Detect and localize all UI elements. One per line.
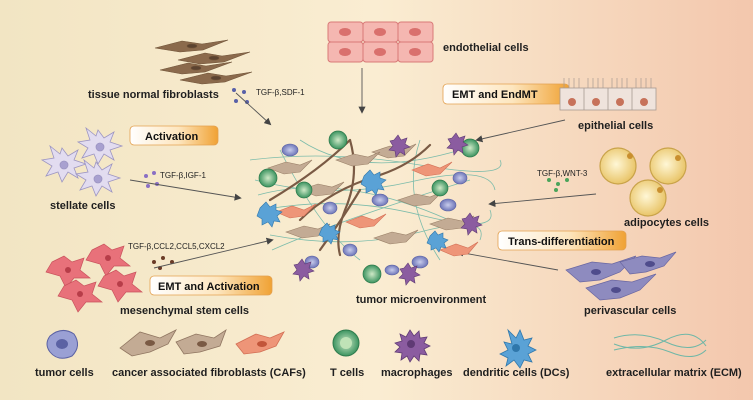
fibroblast-factor-dots-icon bbox=[232, 88, 249, 104]
adipocyte-factors-label: TGF-β,WNT-3 bbox=[537, 169, 588, 178]
endothelial-cells-icon bbox=[327, 21, 434, 63]
tumor-cell-icon bbox=[46, 330, 78, 359]
legend-tumor-label: tumor cells bbox=[35, 367, 94, 379]
caf-icon bbox=[119, 328, 285, 357]
dendritic-cell-icon bbox=[499, 328, 537, 369]
dendritic-cells bbox=[256, 169, 449, 253]
fibroblast-cluster-icon bbox=[154, 39, 253, 85]
endothelial-label: endothelial cells bbox=[443, 42, 529, 54]
ecm-icon bbox=[613, 333, 707, 357]
trans-differentiation-text: Trans-differentiation bbox=[508, 236, 615, 248]
trans-differentiation-tag: Trans-differentiation bbox=[497, 230, 627, 251]
mesenchymal-stem-cells-icon bbox=[45, 243, 143, 313]
msc-arrow bbox=[153, 237, 274, 269]
activated-caf-cells bbox=[275, 161, 479, 257]
activation-tag: Activation bbox=[129, 125, 219, 146]
fibroblast-arrow bbox=[235, 92, 272, 126]
tumor-microenvironment-cluster bbox=[249, 130, 502, 286]
emt-endmt-tag: EMT and EndMT bbox=[442, 83, 570, 105]
msc-factors-label: TGF-β,CCL2,CCL5,CXCL2 bbox=[128, 242, 225, 251]
t-cells bbox=[258, 130, 480, 284]
stellate-arrow bbox=[129, 179, 242, 201]
perivascular-cells-icon bbox=[565, 251, 677, 301]
legend: tumor cells cancer associated fibroblast… bbox=[35, 328, 742, 379]
perivascular-label: perivascular cells bbox=[584, 305, 676, 317]
stellate-label: stellate cells bbox=[50, 200, 115, 212]
fibroblast-factors-label: TGF-β,SDF-1 bbox=[256, 88, 305, 97]
epithelial-arrow bbox=[475, 119, 566, 143]
legend-macrophage-label: macrophages bbox=[381, 367, 453, 379]
macrophages bbox=[292, 132, 483, 286]
adipocytes-icon bbox=[599, 147, 687, 217]
emt-endmt-text: EMT and EndMT bbox=[452, 89, 538, 101]
tumor-cells bbox=[281, 143, 468, 276]
adipocyte-factor-dots-icon bbox=[547, 178, 569, 192]
epithelial-cells-icon bbox=[559, 78, 657, 111]
emt-activation-text: EMT and Activation bbox=[158, 281, 260, 293]
epithelial-label: epithelial cells bbox=[578, 120, 653, 132]
adipocyte-arrow bbox=[488, 193, 597, 208]
tissue-fibroblasts-label: tissue normal fibroblasts bbox=[88, 89, 219, 101]
legend-tcell-label: T cells bbox=[330, 367, 364, 379]
legend-ecm-label: extracellular matrix (ECM) bbox=[606, 367, 742, 379]
t-cell-icon bbox=[332, 329, 360, 357]
stellate-factors-label: TGF-β,IGF-1 bbox=[160, 171, 206, 180]
mesenchymal-label: mesenchymal stem cells bbox=[120, 305, 249, 317]
macrophage-icon bbox=[394, 329, 431, 363]
perivascular-arrow bbox=[456, 249, 559, 271]
legend-dc-label: dendritic cells (DCs) bbox=[463, 367, 570, 379]
emt-activation-tag: EMT and Activation bbox=[149, 275, 273, 296]
adipocytes-label: adipocytes cells bbox=[624, 217, 709, 229]
legend-caf-label: cancer associated fibroblasts (CAFs) bbox=[112, 367, 306, 379]
stellate-cells-icon bbox=[40, 126, 124, 197]
center-label: tumor microenvironment bbox=[356, 294, 487, 306]
activation-text: Activation bbox=[145, 131, 198, 143]
